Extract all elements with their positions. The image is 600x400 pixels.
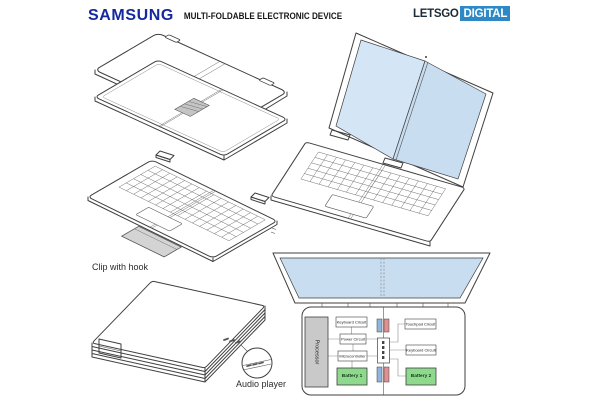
microcontroller-label: Microcontroller <box>339 354 366 359</box>
lid-clip-notch-1 <box>165 35 181 43</box>
clip-card-line <box>134 229 177 250</box>
folded-outline <box>92 281 265 368</box>
magnifier-circle <box>241 347 273 379</box>
hinge-strip-hatch <box>180 100 207 114</box>
keyboard-base <box>67 160 277 270</box>
connector-red-top <box>383 318 390 333</box>
audio-buttons <box>223 337 241 344</box>
keyboard-circuit-left-label: Keyboard Circuit <box>337 320 367 325</box>
keyboard-circuit-right-label: Keyboard Circuit <box>406 348 436 353</box>
edge-clip <box>98 338 122 359</box>
folded-layers <box>91 305 266 383</box>
page-title: MULTI-FOLDABLE ELECTRONIC DEVICE <box>183 11 343 21</box>
screen-fold-line <box>395 61 429 161</box>
panel-inner-frame <box>102 64 280 153</box>
schematic-wires <box>328 323 406 377</box>
hinge-connector-pins <box>382 341 385 359</box>
battery-2-box <box>405 367 437 386</box>
clip-card-body <box>122 226 182 257</box>
kb-base-outline <box>88 160 277 258</box>
hinge-ticks <box>321 303 449 307</box>
camera-dot <box>425 56 427 58</box>
screen-right-half <box>392 60 487 180</box>
processor-label: Processor <box>314 340 320 365</box>
hinge-connector-box <box>377 337 390 364</box>
microcontroller-box <box>337 350 368 362</box>
laptop-base <box>271 142 465 242</box>
lid-clip-notch-2 <box>259 78 275 86</box>
hinge-tab-right <box>382 157 404 169</box>
base-thickness <box>270 195 431 247</box>
touchpad <box>325 195 374 219</box>
letsgo-logo-text: LETSGO <box>413 7 459 20</box>
connector-red-bottom <box>383 366 390 383</box>
schematic-screen <box>279 257 484 299</box>
keyboard-circuit-right-box <box>405 344 437 356</box>
touchpad-circuit-box <box>404 318 437 330</box>
power-circuit-box <box>339 333 367 345</box>
battery-2-label: Battery 2 <box>411 373 432 379</box>
flat-panel <box>95 60 287 156</box>
folded-top-face <box>92 281 265 368</box>
floating-clip-right-side <box>250 196 266 205</box>
side-ports <box>270 227 277 234</box>
figure-schematic: Processor Keyboard Circuit Power Circuit… <box>272 252 491 396</box>
audio-player-label: Audio player <box>236 379 287 389</box>
kb-grid <box>119 166 265 241</box>
battery-1-box <box>336 367 368 386</box>
figure-folded-device <box>91 273 273 383</box>
magnifier-buttons <box>246 361 264 367</box>
connector-blue-top <box>376 318 383 333</box>
figure-open-laptop <box>270 32 494 247</box>
kb-touchpad <box>136 207 183 231</box>
floating-clip-top-side <box>155 154 171 163</box>
connector-blue-bottom <box>376 366 383 383</box>
clip-with-hook-label: Clip with hook <box>92 262 149 272</box>
schematic-fold-dashes <box>380 258 385 298</box>
edge-clip-line <box>98 345 122 352</box>
processor-box <box>304 316 329 388</box>
samsung-logo: SAMSUNG <box>88 7 174 24</box>
clip-card <box>122 226 182 257</box>
hinge-tab-left <box>329 129 351 141</box>
figure-keyboard-clip <box>67 150 278 270</box>
touchpad-circuit-label: Touchpad Circuit <box>406 322 437 327</box>
magnifier-leader <box>240 344 248 352</box>
power-circuit-label: Power Circuit <box>341 337 366 342</box>
letsgo-digital-logo: LETSGO DIGITAL <box>413 6 511 21</box>
hinge-strip <box>175 98 209 116</box>
battery-1-label: Battery 1 <box>342 373 363 379</box>
keyboard-circuit-left-box <box>335 316 368 328</box>
magnifier-callout <box>241 347 273 379</box>
digital-logo-badge: DIGITAL <box>460 6 511 21</box>
figure-exploded-panels <box>94 27 288 161</box>
schematic-screen-frame <box>272 252 491 304</box>
magnifier-edge-lines <box>242 359 272 371</box>
